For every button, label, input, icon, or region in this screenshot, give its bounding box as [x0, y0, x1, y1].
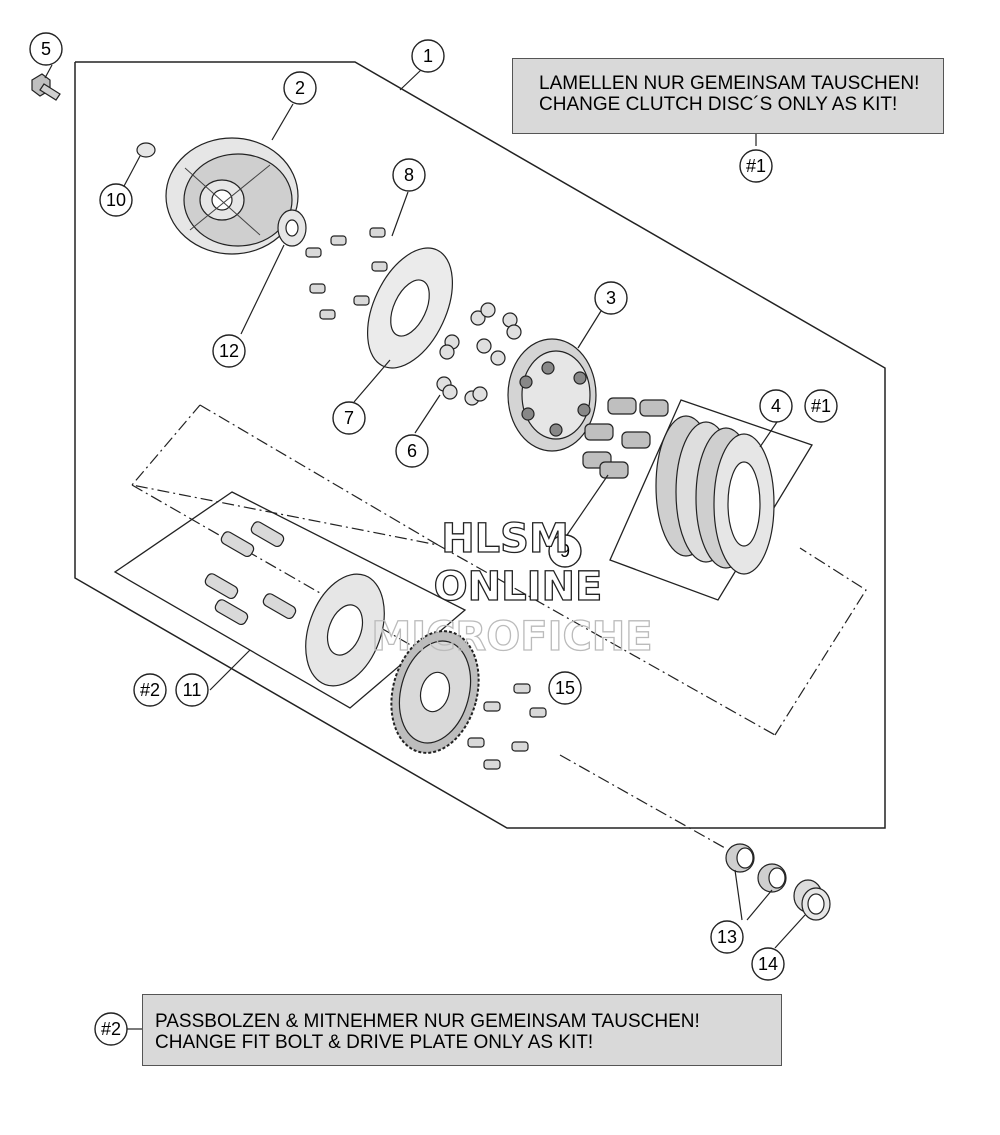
- part-10-washer: [136, 142, 156, 158]
- part-11-fit-bolts: [204, 521, 297, 626]
- part-4-clutch-discs: [655, 415, 775, 575]
- callout-kit2-part11: #2: [133, 673, 167, 707]
- part-5-bolt: [31, 73, 61, 101]
- part-9-springs: [582, 397, 669, 479]
- part-12-washer-hole: [285, 219, 299, 237]
- svg-text:12: 12: [219, 341, 239, 361]
- part-8-screws: [305, 227, 388, 320]
- kit-note-1-german: LAMELLEN NUR GEMEINSAM TAUSCHEN!: [539, 73, 920, 94]
- part-3-pressure-plate: [507, 338, 597, 452]
- watermark-line-1: HLSM: [441, 516, 569, 562]
- svg-text:13: 13: [717, 927, 737, 947]
- dashdot-group-outline: [130, 404, 439, 546]
- svg-text:9: 9: [560, 541, 570, 561]
- dashdot-axis-bushings: [559, 754, 726, 849]
- kit-note-fit-bolt-drive-plate: PASSBOLZEN & MITNEHMER NUR GEMEINSAM TAU…: [142, 994, 782, 1066]
- callout-3: 3: [594, 281, 628, 315]
- kit-note-2-german: PASSBOLZEN & MITNEHMER NUR GEMEINSAM TAU…: [155, 1011, 700, 1032]
- callout-kit1-note: #1: [739, 149, 773, 183]
- svg-text:10: 10: [106, 190, 126, 210]
- kit-note-2-english: CHANGE FIT BOLT & DRIVE PLATE ONLY AS KI…: [155, 1032, 594, 1053]
- svg-text:#1: #1: [746, 156, 766, 176]
- callout-kit1-part4: #1: [804, 389, 838, 423]
- callout-8: 8: [392, 158, 426, 192]
- part-14-bushing: [793, 879, 831, 921]
- kit-note-1-english: CHANGE CLUTCH DISC´S ONLY AS KIT!: [539, 94, 898, 115]
- callout-5: 5: [29, 32, 63, 66]
- svg-text:3: 3: [606, 288, 616, 308]
- svg-text:11: 11: [183, 680, 202, 700]
- callout-1: 1: [411, 39, 445, 73]
- part-11-drive-plate: [305, 573, 385, 687]
- svg-text:#1: #1: [811, 396, 831, 416]
- svg-text:1: 1: [423, 46, 433, 66]
- primary-gear: [390, 630, 480, 754]
- dashdot-axis-right: [774, 547, 867, 736]
- svg-text:#2: #2: [140, 680, 160, 700]
- watermark: HLSM ONLINE MICROFICHE: [371, 515, 654, 660]
- callout-kit2-note: #2: [94, 1012, 128, 1046]
- svg-text:5: 5: [41, 39, 51, 59]
- callout-12: 12: [212, 334, 246, 368]
- part-6-balls: [436, 302, 522, 406]
- svg-text:6: 6: [407, 441, 417, 461]
- callout-7: 7: [332, 401, 366, 435]
- svg-text:#2: #2: [101, 1019, 121, 1039]
- leader-lines: [44, 64, 806, 1030]
- part-13-bushings: [725, 843, 787, 893]
- kit-frame-part-11: [113, 491, 467, 709]
- part-7-plate: [367, 247, 453, 369]
- part-2-clutch-basket: [165, 137, 299, 255]
- callout-11: 11: [175, 673, 209, 707]
- kit-frame-part-4: [609, 399, 813, 601]
- callout-14: 14: [751, 947, 785, 981]
- callout-6: 6: [395, 434, 429, 468]
- callout-13: 13: [710, 920, 744, 954]
- watermark-line-3: MICROFICHE: [371, 614, 652, 660]
- svg-text:8: 8: [404, 165, 414, 185]
- assembly-outline: [74, 61, 886, 829]
- callout-15: 15: [548, 671, 582, 705]
- callouts: 1 2 3 4 5 6 7 8: [29, 32, 838, 1046]
- dashdot-axis-upper: [437, 544, 776, 736]
- svg-text:15: 15: [555, 678, 575, 698]
- callout-9: 9: [548, 534, 582, 568]
- svg-text:7: 7: [344, 408, 354, 428]
- part-15-screws: [467, 683, 547, 770]
- kit-note-clutch-discs: LAMELLEN NUR GEMEINSAM TAUSCHEN! CHANGE …: [512, 58, 944, 134]
- callout-4: 4: [759, 389, 793, 423]
- svg-text:2: 2: [295, 78, 305, 98]
- svg-text:14: 14: [758, 954, 778, 974]
- callout-10: 10: [99, 183, 133, 217]
- callout-2: 2: [283, 71, 317, 105]
- watermark-line-2: ONLINE: [434, 564, 603, 610]
- svg-text:4: 4: [771, 396, 781, 416]
